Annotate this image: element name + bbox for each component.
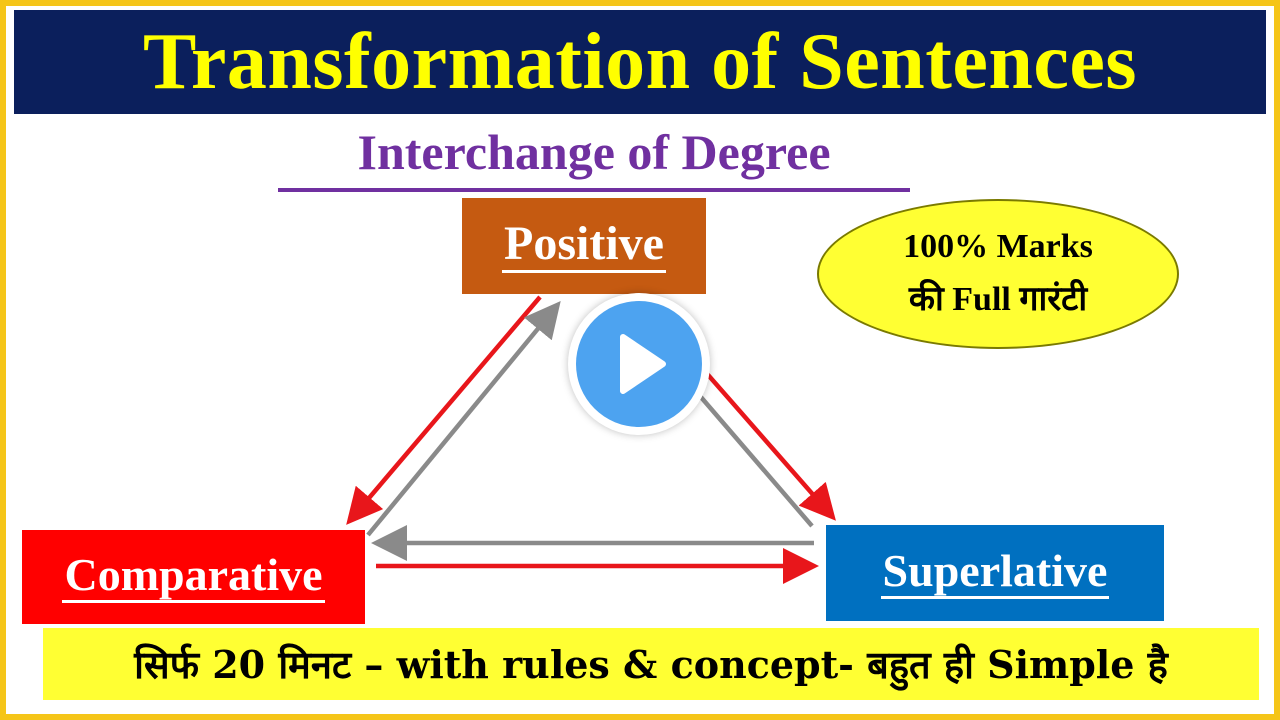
superlative-label: Superlative (880, 547, 1110, 599)
badge-line-2: की Full गारंटी (908, 281, 1088, 318)
superlative-box: Superlative (826, 525, 1164, 621)
badge-line-1: 100% Marks (903, 228, 1093, 266)
arrow-comparative-to-positive (366, 301, 561, 537)
title-banner: Transformation of Sentences (14, 10, 1266, 114)
arrow-positive-to-superlative (700, 366, 836, 521)
marks-guarantee-badge: 100% Marks की Full गारंटी (817, 199, 1179, 349)
comparative-label: Comparative (62, 551, 325, 603)
bottom-banner: सिर्फ 20 मिनट – with rules & concept- बह… (43, 628, 1259, 700)
play-button-circle[interactable] (576, 301, 702, 427)
arrow-positive-to-comparative (346, 295, 542, 525)
page-title: Transformation of Sentences (142, 17, 1138, 106)
positive-label: Positive (502, 218, 666, 273)
bottom-text: सिर्फ 20 मिनट – with rules & concept- बह… (134, 642, 1168, 687)
comparative-box: Comparative (22, 530, 365, 624)
arrow-superlative-to-positive (698, 394, 814, 528)
play-button[interactable] (568, 293, 710, 435)
positive-box: Positive (462, 198, 706, 294)
play-button-icon (620, 334, 666, 394)
subtitle: Interchange of Degree (278, 122, 910, 192)
